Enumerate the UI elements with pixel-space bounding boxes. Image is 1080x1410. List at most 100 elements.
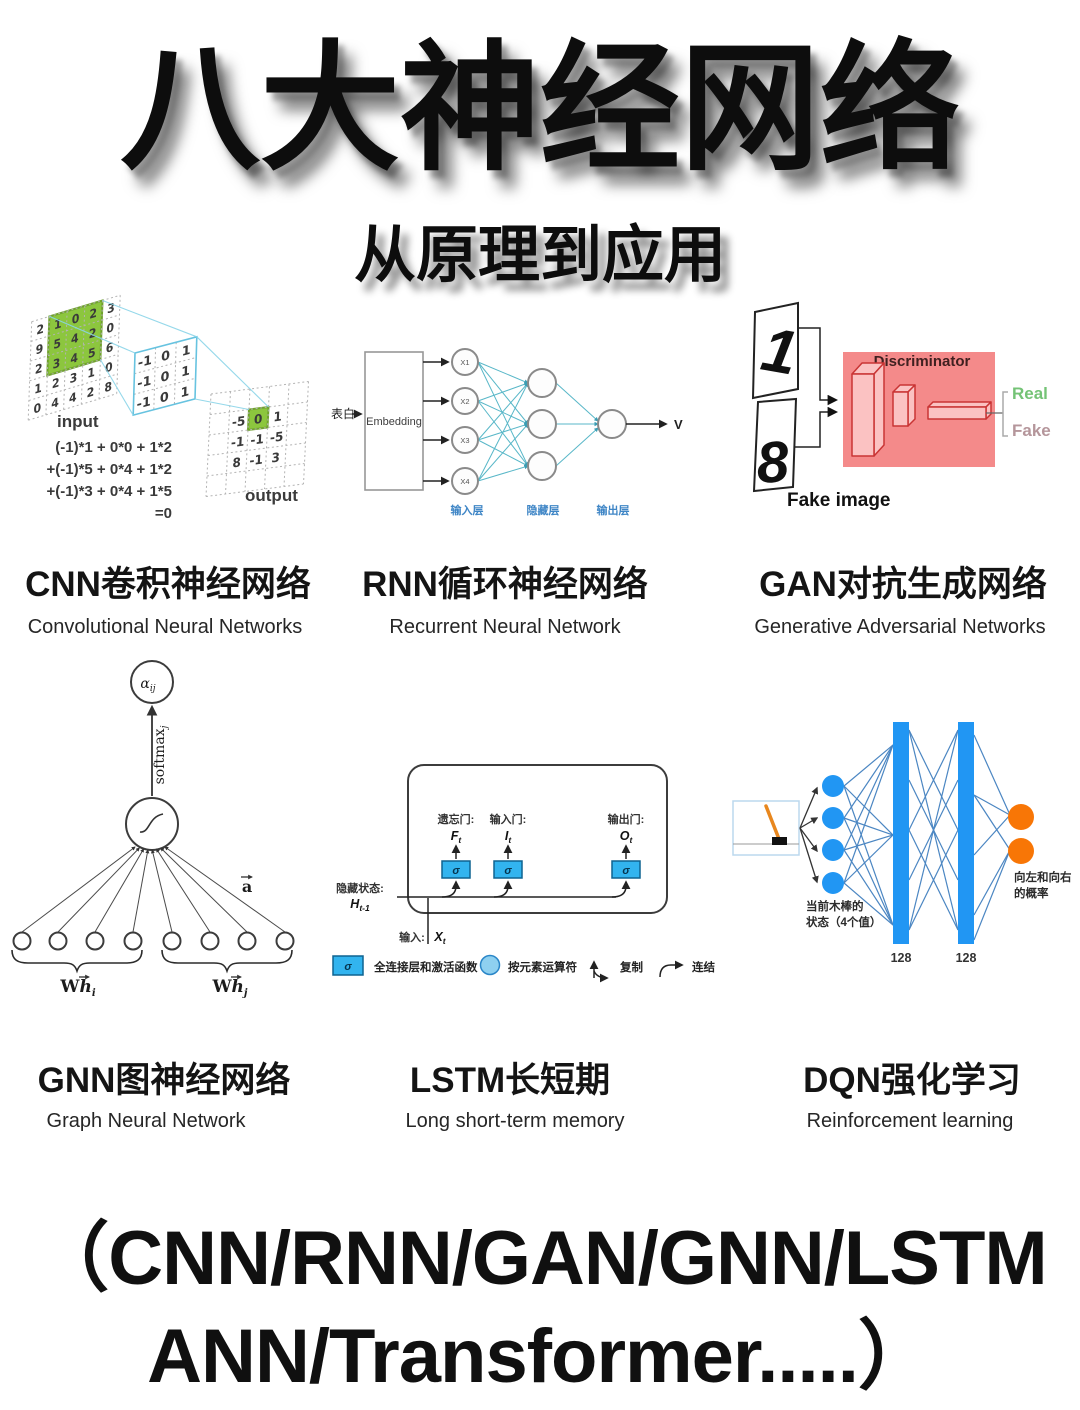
rnn-input-nodes: X1 X2 X3 X4 (451, 348, 479, 495)
rnn-hidden-nodes (527, 368, 557, 481)
cnn-input-grid: 2102395420234561231004428 (28, 295, 120, 420)
grid-cell-value: 3 (52, 355, 60, 372)
lstm-legend-concat-label: 连结 (692, 960, 715, 974)
panel-title-cnn: CNN卷积神经网络 (25, 565, 311, 604)
grid-cell-value: 4 (51, 395, 59, 412)
sigma-box-icon (332, 955, 364, 976)
grid-cell-value: -1 (231, 433, 245, 450)
panel-subtitle-lstm: Long short-term memory (405, 1110, 625, 1132)
grid-cell-value: 2 (36, 321, 44, 338)
grid-cell-value: 1 (34, 380, 42, 397)
gan-output-bracket (1002, 391, 1008, 437)
rnn-node-label: X1 (460, 358, 469, 367)
footer-line-2: ANN/Transformer.....） (147, 1314, 934, 1399)
rnn-node-label: X3 (460, 436, 469, 445)
lstm-legend-fc-label: 全连接层和激活函数 (373, 960, 478, 974)
grid-cell-value: -5 (270, 428, 284, 445)
grid-cell-value: 8 (232, 454, 241, 470)
grid-cell-value: 0 (254, 411, 263, 427)
rnn-output-node (597, 409, 627, 439)
rnn-output-text: V (674, 417, 683, 432)
svg-text:遗忘门:: 遗忘门: (437, 812, 475, 826)
gnn-activation-curve (139, 813, 164, 833)
rnn-embedding-to-input-arrows (423, 357, 450, 486)
grid-cell-value: 1 (181, 343, 190, 360)
grid-cell-value: 3 (107, 300, 115, 317)
dqn-hidden-layer1-bar (893, 722, 909, 944)
dqn-state-label: 状态（4个值） (806, 915, 881, 929)
footer-line-1: （CNN/RNN/GAN/GNN/LSTM (33, 1216, 1047, 1301)
cnn-equation-line: =0 (155, 505, 172, 522)
dqn-cartpole-env (732, 800, 800, 856)
grid-cell-value: 0 (160, 390, 169, 407)
svg-text:Ot: Ot (620, 829, 634, 845)
dqn-layer1-layer2-lattice (908, 729, 959, 931)
grid-cell-value: 1 (273, 408, 282, 424)
gnn-group-label-i: Whi (59, 977, 95, 999)
cnn-output-grid: -501-1-1-58-13 (206, 382, 309, 497)
dqn-output-label: 向左和向右 (1014, 870, 1072, 884)
grid-cell-value: 4 (69, 389, 77, 406)
dqn-diagram: 128 128 当前木棒的 状态（4个值） 向左和向右 的概率 (732, 722, 1072, 965)
gnn-group-label-j: Whj (211, 977, 247, 999)
panel-subtitle-gan: Generative Adversarial Networks (754, 616, 1046, 638)
grid-cell-value: -1 (137, 374, 152, 393)
elementwise-op-icon (479, 954, 501, 976)
dqn-hidden-layer2-bar (958, 722, 974, 944)
svg-text:σ: σ (344, 961, 352, 973)
gan-real-label: Real (1012, 384, 1048, 403)
rnn-node-label: X2 (460, 397, 469, 406)
lstm-input-var: Xt (433, 930, 446, 946)
grid-cell-value: -1 (250, 431, 264, 448)
concat-corner-icon (659, 960, 684, 978)
rnn-input-text: 表白 (331, 406, 355, 421)
copy-branch-icon (589, 960, 609, 983)
grid-cell-value: 9 (35, 341, 43, 358)
grid-cell-value: 1 (181, 364, 190, 381)
cnn-input-gridlines (28, 295, 120, 420)
dqn-layer1-size: 128 (891, 951, 912, 965)
page-subtitle: 从原理到应用 (353, 222, 726, 290)
panel-title-lstm: LSTM长短期 (409, 1061, 611, 1100)
lstm-legend-copy-label: 复制 (619, 960, 643, 974)
svg-text:Ft: Ft (451, 829, 463, 845)
svg-text:输入门:: 输入门: (490, 812, 527, 826)
rnn-embedding-label: Embedding (366, 416, 422, 428)
panel-subtitle-gnn: Graph Neural Network (46, 1110, 246, 1132)
grid-cell-value: 0 (33, 400, 41, 417)
grid-cell-value: 5 (53, 336, 61, 353)
grid-cell-value: -1 (249, 451, 263, 468)
gan-conv-small-box (892, 384, 916, 427)
grid-cell-value: -1 (138, 353, 153, 372)
lstm-legend-elementwise-label: 按元素运算符 (508, 960, 577, 974)
grid-cell-value: 0 (160, 369, 169, 386)
cnn-projection-lines (49, 299, 269, 416)
grid-cell-value: 3 (271, 449, 280, 465)
gan-output-bar (927, 401, 992, 420)
gan-fake-label: Fake (1012, 421, 1051, 440)
cnn-output-gridlines (206, 382, 309, 497)
gan-diagram: 1 8 Discriminator Real Fake Fake image (751, 301, 1051, 511)
gnn-a-vector-label: a (242, 877, 252, 896)
gnn-brace-right (161, 949, 293, 974)
rnn-hidden-output-connections (555, 382, 599, 467)
panel-subtitle-dqn: Reinforcement learning (806, 1110, 1014, 1132)
cart-icon (772, 837, 787, 845)
grid-cell-value: 8 (104, 379, 112, 396)
lstm-gate-output: 输出门: Ot σ (608, 812, 644, 898)
dqn-output-node-left (1008, 804, 1034, 830)
grid-cell-value: 2 (89, 325, 97, 342)
lstm-gate-input: 输入门: It σ (490, 812, 527, 898)
cnn-equation-line: +(-1)*3 + 0*4 + 1*5 (46, 483, 172, 500)
cnn-kernel-border (133, 337, 197, 415)
svg-text:It: It (505, 829, 512, 845)
grid-cell-value: 1 (54, 316, 62, 333)
gnn-softmax-label: softmaxj (152, 725, 170, 784)
panel-title-gan: GAN对抗生成网络 (759, 565, 1047, 604)
lstm-cell-outline (407, 764, 668, 914)
grid-cell-value: 0 (106, 320, 114, 337)
dqn-state-arrows (799, 786, 819, 884)
gan-conv-slab (851, 362, 885, 457)
dqn-input-nodes (822, 775, 844, 894)
